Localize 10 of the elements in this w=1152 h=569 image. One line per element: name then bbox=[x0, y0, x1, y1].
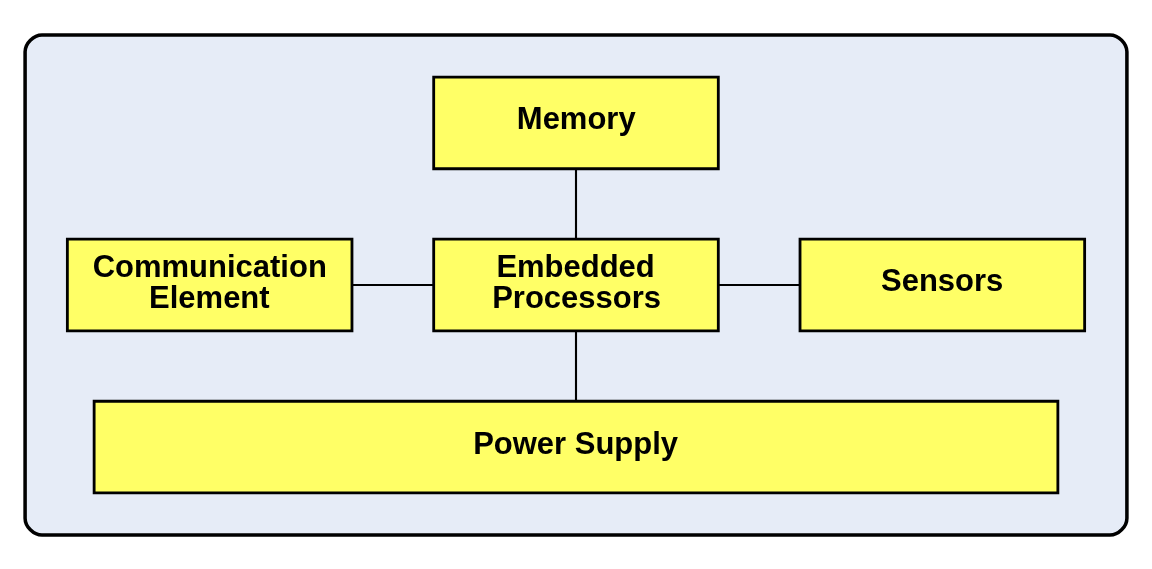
node-box: Power Supply bbox=[92, 399, 1060, 494]
connector bbox=[352, 283, 434, 286]
cluster bbox=[23, 32, 1129, 537]
connector bbox=[574, 168, 578, 239]
node-box: Sensors bbox=[798, 237, 1087, 332]
node-box: Communication Element bbox=[65, 237, 354, 332]
node-box: Embedded Processors bbox=[432, 237, 720, 332]
connector bbox=[718, 283, 800, 286]
connector bbox=[574, 330, 578, 401]
node-box: Memory bbox=[432, 75, 720, 170]
